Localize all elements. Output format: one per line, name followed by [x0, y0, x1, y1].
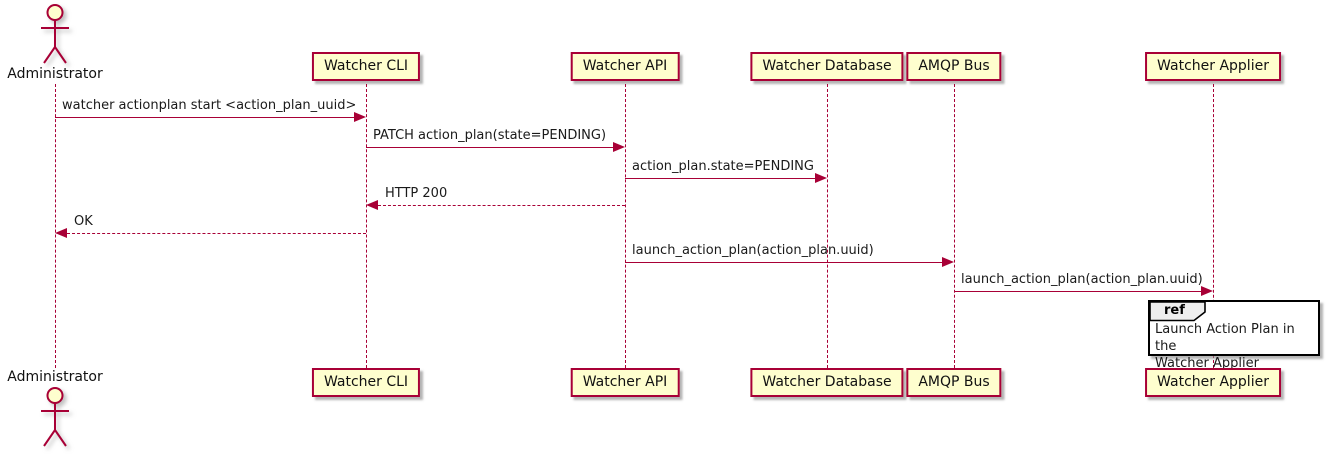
actor-label-bottom: Administrator	[7, 369, 103, 385]
ref-fragment: ref Launch Action Plan in the Watcher Ap…	[1148, 300, 1320, 371]
participant-watcher-database-bottom: Watcher Database	[750, 368, 904, 397]
participant-watcher-api-bottom: Watcher API	[570, 368, 680, 397]
lifeline-watcher-database	[827, 84, 828, 368]
lifeline-amqp-bus	[954, 84, 955, 368]
message-line	[55, 117, 356, 118]
participant-amqp-bus-bottom: AMQP Bus	[906, 368, 1002, 397]
message-label: HTTP 200	[385, 186, 448, 201]
participant-amqp-bus-top: AMQP Bus	[906, 52, 1002, 81]
message-label: launch_action_plan(action_plan.uuid)	[961, 272, 1203, 287]
participant-watcher-applier-top: Watcher Applier	[1145, 52, 1281, 81]
lifeline-watcher-api	[625, 84, 626, 368]
arrowhead-icon	[354, 112, 366, 122]
ref-tab-icon	[1149, 301, 1206, 322]
lifeline-watcher-cli	[366, 84, 367, 368]
message-line	[625, 262, 942, 263]
message-line	[954, 291, 1201, 292]
arrowhead-icon	[1201, 286, 1213, 296]
actor-icon	[41, 387, 69, 447]
message-label: watcher actionplan start <action_plan_uu…	[62, 98, 357, 113]
lifeline-administrator	[55, 84, 56, 368]
message-label: OK	[74, 214, 93, 229]
message-line	[378, 205, 625, 206]
arrowhead-icon	[55, 228, 67, 238]
message-line	[67, 233, 366, 234]
arrowhead-icon	[942, 257, 954, 267]
actor-label-top: Administrator	[7, 66, 103, 82]
message-label: PATCH action_plan(state=PENDING)	[373, 128, 607, 143]
participant-watcher-database-top: Watcher Database	[750, 52, 904, 81]
message-label: launch_action_plan(action_plan.uuid)	[632, 243, 874, 258]
arrowhead-icon	[613, 142, 625, 152]
ref-keyword: ref	[1164, 303, 1185, 318]
arrowhead-icon	[815, 173, 827, 183]
participant-watcher-api-top: Watcher API	[570, 52, 680, 81]
actor-icon	[41, 4, 69, 64]
message-line	[366, 147, 613, 148]
participant-watcher-cli-bottom: Watcher CLI	[311, 368, 421, 397]
arrowhead-icon	[366, 200, 378, 210]
lifeline-watcher-applier	[1213, 84, 1214, 368]
message-line	[625, 178, 815, 179]
ref-text: Launch Action Plan in the Watcher Applie…	[1155, 322, 1295, 371]
participant-watcher-applier-bottom: Watcher Applier	[1145, 368, 1281, 397]
message-label: action_plan.state=PENDING	[632, 159, 814, 174]
participant-watcher-cli-top: Watcher CLI	[311, 52, 421, 81]
